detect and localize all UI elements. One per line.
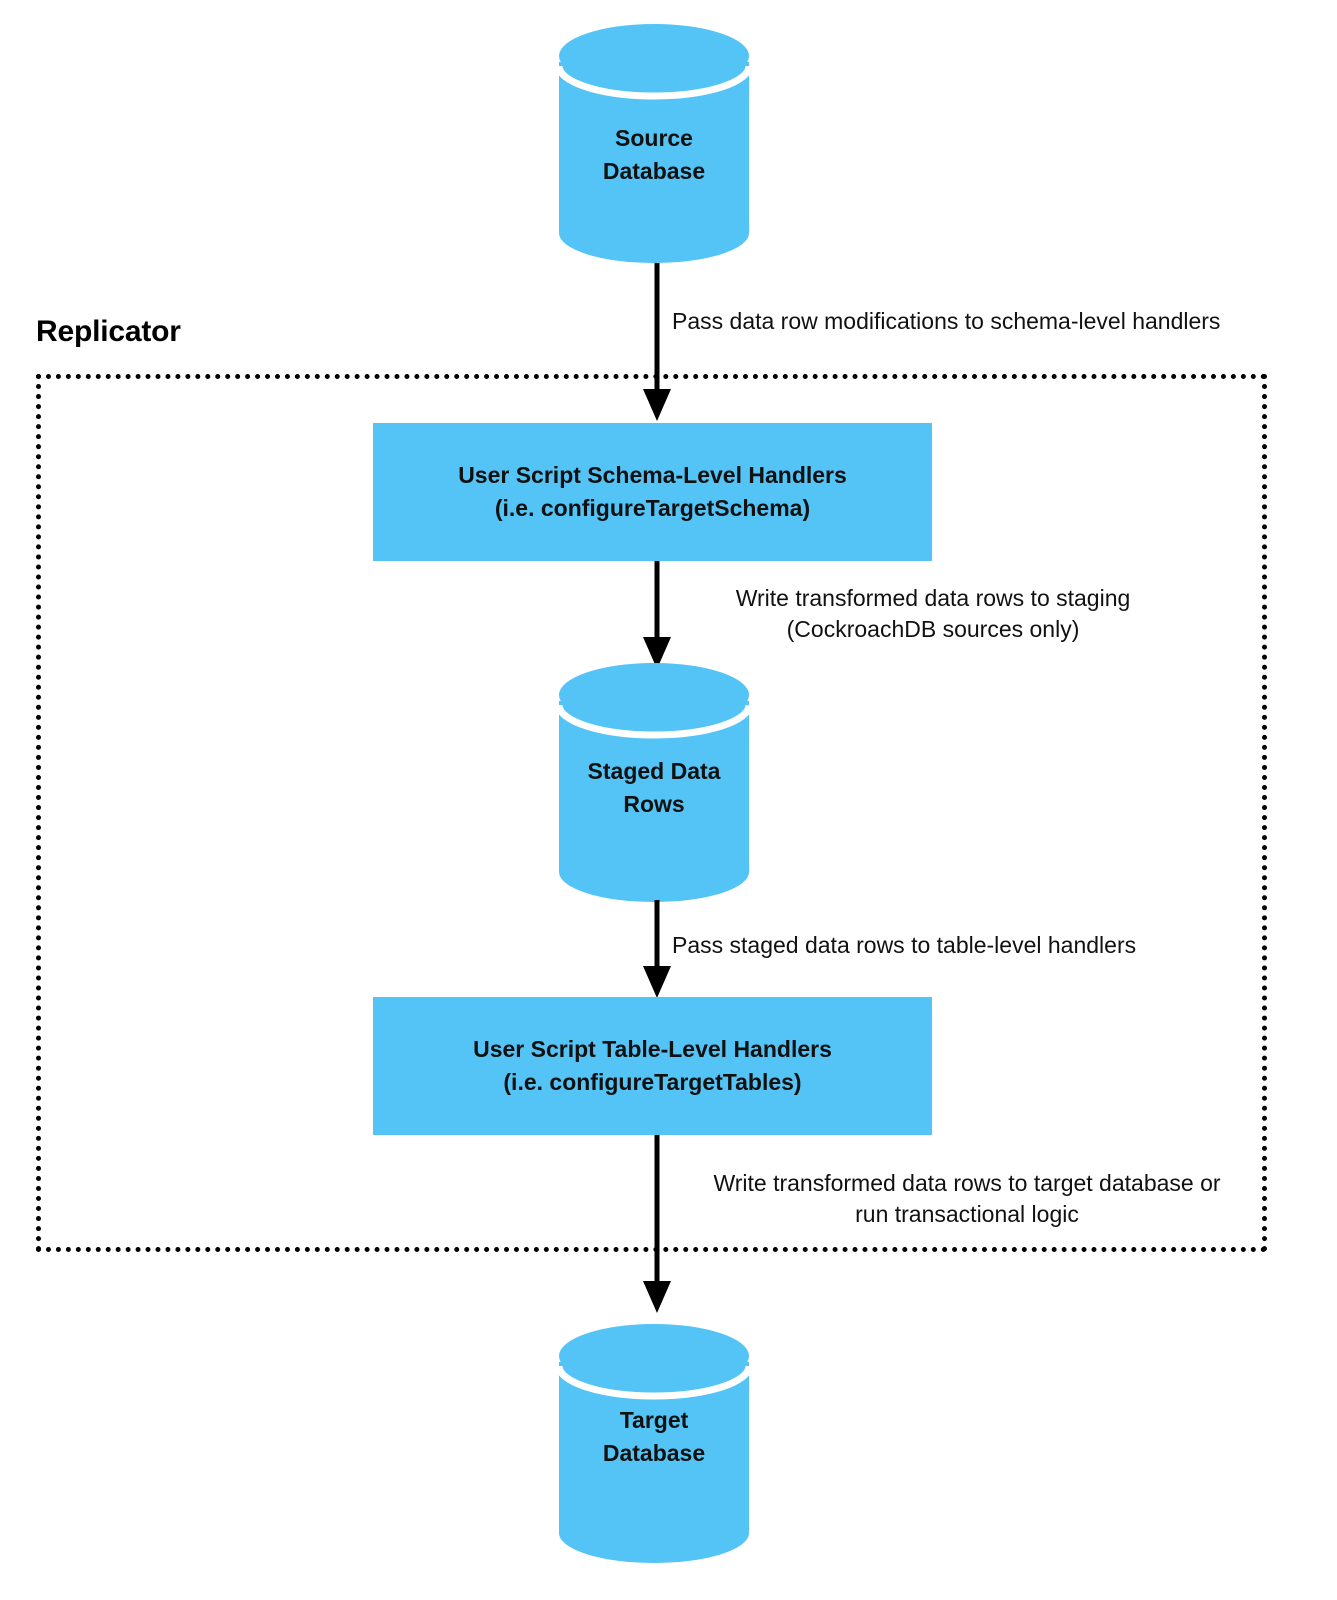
arrow-table-to-target (635, 1135, 679, 1315)
replicator-boundary-label: Replicator (36, 315, 181, 348)
node-label-target-database: Target Database (602, 1407, 706, 1466)
arrow-source-to-schema (635, 263, 679, 423)
node-label-table-level-handlers: User Script Table-Level Handlers (i.e. c… (473, 1035, 832, 1095)
arrow-staged-to-table (635, 900, 679, 1000)
edge-label-source-to-schema: Pass data row modifications to schema-le… (672, 308, 1221, 334)
edge-label-table-to-target: Write transformed data rows to target da… (713, 1170, 1221, 1228)
node-label-schema-level-handlers: User Script Schema-Level Handlers (i.e. … (458, 461, 847, 521)
cylinder-icon (559, 663, 749, 902)
arrow-icon (643, 1135, 671, 1313)
node-schema-level-handlers[interactable]: User Script Schema-Level Handlers (i.e. … (373, 423, 932, 561)
cylinder-icon (559, 1324, 749, 1563)
arrow-icon (643, 900, 671, 998)
node-source-database[interactable]: Source Database (559, 18, 749, 263)
arrow-icon (643, 561, 671, 669)
node-staged-data-rows[interactable]: Staged Data Rows (559, 657, 749, 902)
edge-label-staged-to-table: Pass staged data rows to table-level han… (672, 932, 1137, 958)
node-label-staged-data-rows: Staged Data Rows (587, 758, 721, 817)
cylinder-icon (559, 24, 749, 263)
arrow-icon (643, 263, 671, 421)
node-target-database[interactable]: Target Database (559, 1318, 749, 1563)
node-table-level-handlers[interactable]: User Script Table-Level Handlers (i.e. c… (373, 997, 932, 1135)
arrow-schema-to-staged (635, 561, 679, 671)
node-label-source-database: Source Database (602, 125, 706, 184)
edge-label-schema-to-staged: Write transformed data rows to staging (… (735, 585, 1131, 643)
